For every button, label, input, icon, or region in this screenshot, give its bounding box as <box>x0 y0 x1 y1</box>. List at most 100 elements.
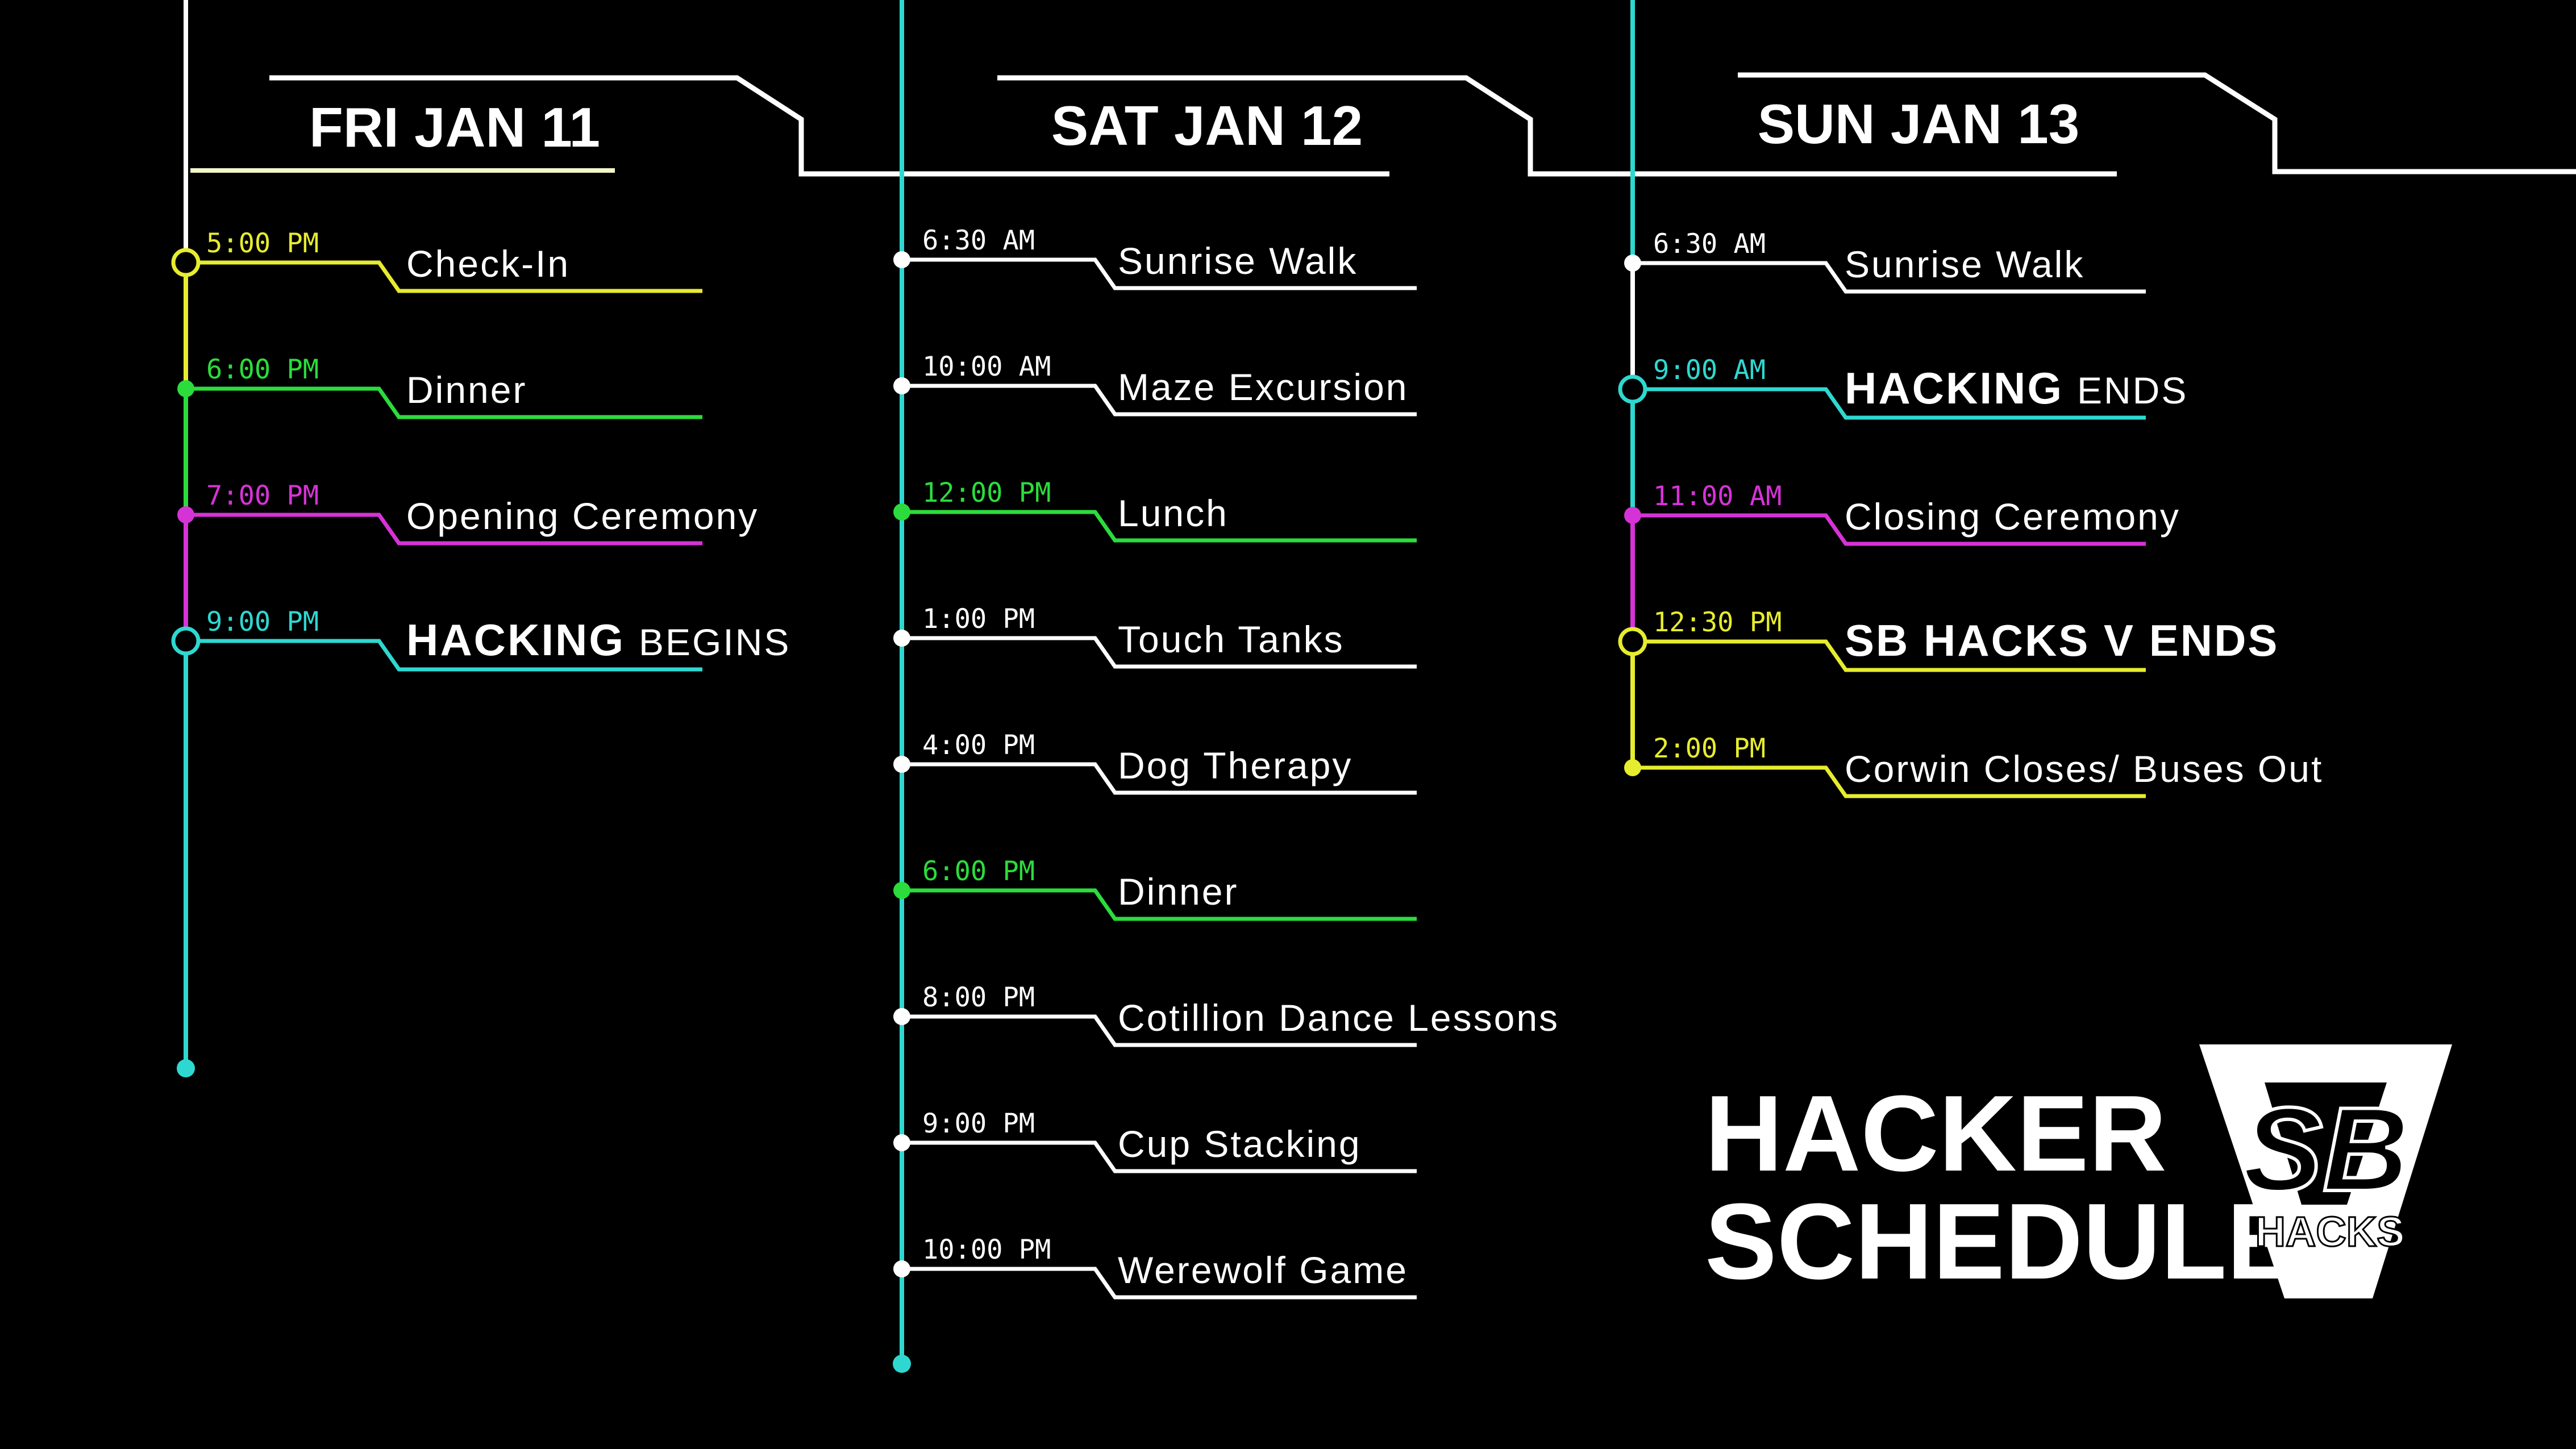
event-marker-dot <box>893 882 910 899</box>
event-title-text: Sunrise Walk <box>1845 243 2084 285</box>
event-title-text: Corwin Closes/ Buses Out <box>1845 748 2323 790</box>
event-title-text: Werewolf Game <box>1118 1249 1408 1291</box>
event-marker-dot <box>893 1008 910 1025</box>
event-marker-dot <box>893 630 910 647</box>
schedule-event: 5:00 PM Check-In <box>171 228 702 293</box>
event-title-bold: SB HACKS V ENDS <box>1845 615 2279 665</box>
schedule-event: 6:30 AM Sunrise Walk <box>1624 228 2146 294</box>
event-connector-line <box>902 888 1417 921</box>
event-connector-line <box>1633 261 2146 294</box>
event-time: 2:00 PM <box>1653 733 1766 764</box>
brand-title-line1: HACKER <box>1705 1073 2167 1194</box>
event-marker-dot <box>893 1260 910 1277</box>
schedule-event: 8:00 PM Cotillion Dance Lessons <box>893 982 1559 1047</box>
event-marker-dot <box>893 377 910 394</box>
header-bracket-lines <box>190 72 2576 177</box>
header-bracket-fri <box>269 75 1389 177</box>
event-connector-line <box>902 510 1417 543</box>
event-title-text: Lunch <box>1118 492 1229 534</box>
event-connector-line <box>902 1267 1417 1300</box>
event-marker-ring <box>171 626 201 656</box>
event-title-text: Sunrise Walk <box>1118 240 1358 282</box>
event-time: 6:30 AM <box>1653 228 1766 260</box>
schedule-event: 10:00 PM Werewolf Game <box>893 1234 1417 1300</box>
schedule-event: 2:00 PM Corwin Closes/ Buses Out <box>1624 733 2323 798</box>
schedule-event: 9:00 PM Cup Stacking <box>893 1108 1417 1173</box>
day-header-sun: SUN JAN 13 <box>1758 93 2079 155</box>
event-title: Cup Stacking <box>1118 1123 1362 1165</box>
event-marker-dot <box>1624 507 1641 524</box>
event-title: Corwin Closes/ Buses Out <box>1845 748 2323 790</box>
event-marker-dot <box>1624 255 1641 272</box>
event-time: 4:00 PM <box>922 730 1035 761</box>
event-connector-line <box>902 762 1417 795</box>
event-time: 9:00 AM <box>1653 355 1766 386</box>
event-title-text: Dinner <box>406 369 527 411</box>
brand-title-line2: SCHEDULE <box>1705 1181 2299 1302</box>
event-marker-ring <box>1618 627 1647 656</box>
event-time: 6:00 PM <box>922 856 1035 887</box>
event-connector-line <box>186 386 702 419</box>
event-time: 12:00 PM <box>922 477 1051 509</box>
event-title-text: Cup Stacking <box>1118 1123 1362 1165</box>
event-title: Lunch <box>1118 492 1229 534</box>
event-connector-line <box>186 513 702 546</box>
event-time: 8:00 PM <box>922 982 1035 1013</box>
event-title: Check-In <box>406 243 570 285</box>
day-header-fri: FRI JAN 11 <box>309 96 600 159</box>
event-title: Opening Ceremony <box>406 495 759 537</box>
schedule-event: 9:00 AM HACKING ENDS <box>1618 355 2188 420</box>
logo-letters: SB <box>2243 1082 2409 1216</box>
event-title-text: Check-In <box>406 243 570 285</box>
schedule-event: 12:00 PM Lunch <box>893 477 1417 543</box>
event-marker-dot <box>893 1134 910 1151</box>
event-time: 9:00 PM <box>206 606 319 638</box>
event-connector-line <box>902 384 1417 417</box>
timeline-end-cap <box>893 1355 911 1373</box>
header-bracket-sat <box>997 75 2117 177</box>
event-title: HACKING ENDS <box>1845 363 2188 413</box>
event-marker-dot <box>893 503 910 521</box>
event-title: Closing Ceremony <box>1845 496 2180 538</box>
schedule-event: 6:30 AM Sunrise Walk <box>893 225 1417 290</box>
event-title-bold: HACKING <box>1845 363 2063 413</box>
event-title: SB HACKS V ENDS <box>1845 615 2279 665</box>
event-title-text: Maze Excursion <box>1118 366 1409 408</box>
schedule-event: 6:00 PM Dinner <box>893 856 1417 921</box>
event-title: Sunrise Walk <box>1118 240 1358 282</box>
event-title-text: Touch Tanks <box>1118 618 1345 660</box>
event-time: 6:30 AM <box>922 225 1035 256</box>
event-time: 10:00 AM <box>922 351 1051 382</box>
event-title: Cotillion Dance Lessons <box>1118 997 1559 1039</box>
event-title-rest: ENDS <box>2077 369 2188 411</box>
event-time: 5:00 PM <box>206 228 319 259</box>
schedule-event: 10:00 AM Maze Excursion <box>893 351 1417 417</box>
event-title: Dinner <box>1118 871 1238 913</box>
header-bracket-sun <box>1738 72 2576 174</box>
event-marker-dot <box>893 251 910 268</box>
event-title: Dog Therapy <box>1118 744 1352 786</box>
event-marker-dot <box>893 756 910 773</box>
event-time: 9:00 PM <box>922 1108 1035 1139</box>
event-connector-line <box>186 260 702 293</box>
event-title: Maze Excursion <box>1118 366 1409 408</box>
branding: HACKER SCHEDULE SB HACKS <box>1705 1044 2452 1302</box>
event-connector-line <box>1633 639 2146 672</box>
event-connector-line <box>1633 765 2146 798</box>
event-marker-dot <box>177 506 194 523</box>
event-connector-line <box>902 1140 1417 1173</box>
event-time: 1:00 PM <box>922 603 1035 635</box>
event-marker-dot <box>177 380 194 397</box>
timeline-end-cap <box>177 1059 195 1077</box>
sb-hacks-logo: SB HACKS <box>2199 1044 2452 1298</box>
event-time: 10:00 PM <box>922 1234 1051 1265</box>
event-title: Dinner <box>406 369 527 411</box>
event-title-text: Cotillion Dance Lessons <box>1118 997 1559 1039</box>
event-connector-line <box>1633 513 2146 546</box>
event-connector-line <box>186 639 702 672</box>
event-title: Werewolf Game <box>1118 1249 1408 1291</box>
